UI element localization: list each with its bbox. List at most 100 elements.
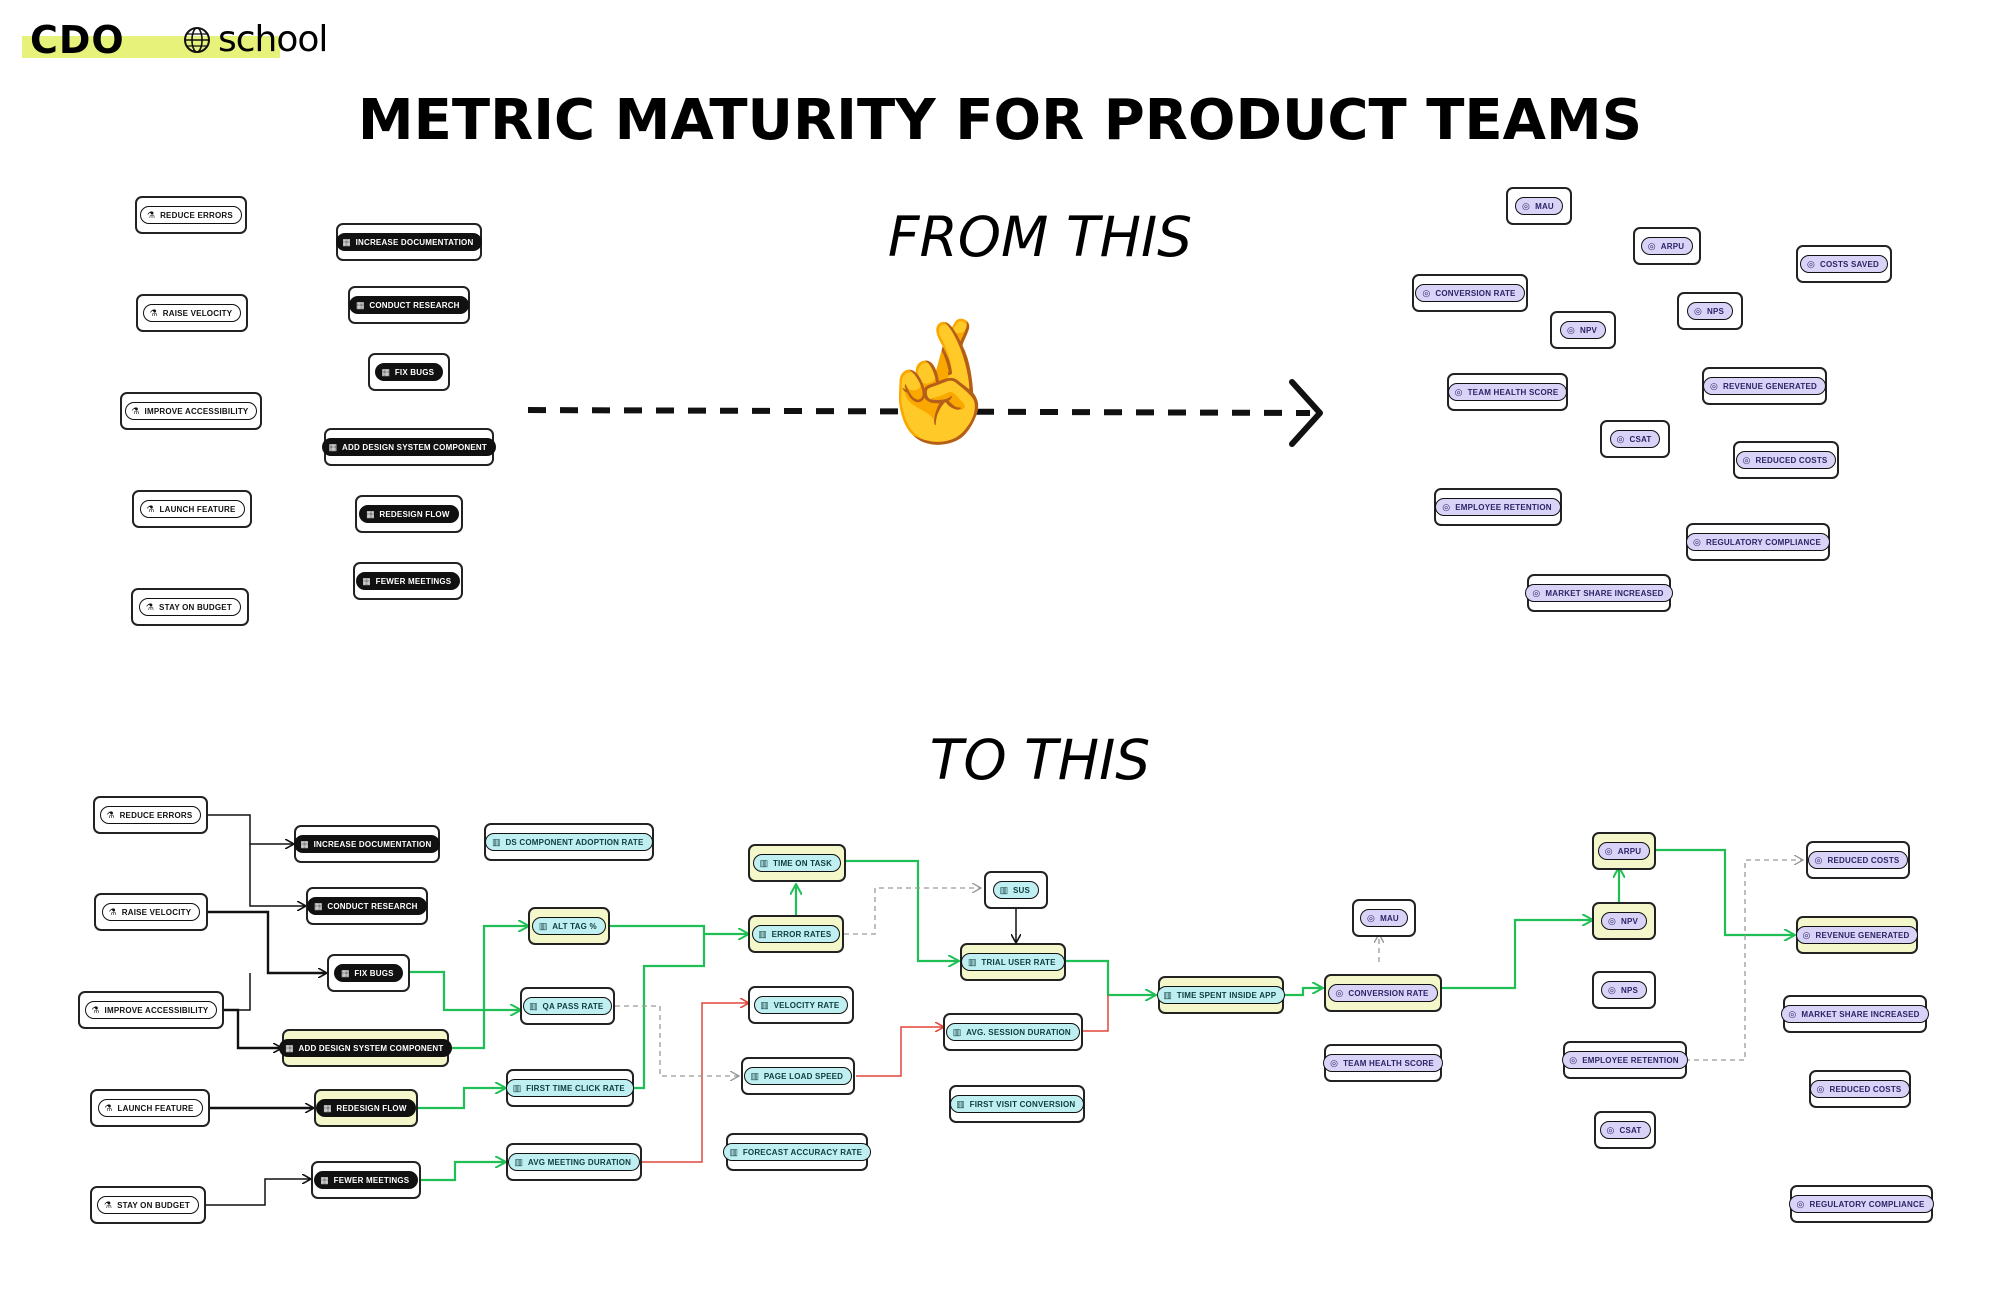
- bar-chart-icon: ▥: [729, 1146, 739, 1157]
- bottom-metric-card[interactable]: ▥SUS: [984, 871, 1048, 909]
- outcome-label: COSTS SAVED: [1820, 259, 1879, 269]
- bottom-metric-card[interactable]: ▥ERROR RATES: [748, 915, 844, 953]
- bottom-metric-card[interactable]: ▥TRIAL USER RATE: [960, 943, 1066, 981]
- outcome-pill: ◎CSAT: [1609, 430, 1661, 448]
- top-outcome-card[interactable]: ◎NPV: [1550, 311, 1616, 349]
- bottom-task-card[interactable]: ▦CONDUCT RESEARCH: [306, 887, 428, 925]
- bottom-metric-card[interactable]: ▥PAGE LOAD SPEED: [741, 1057, 855, 1095]
- bottom-outcome-card[interactable]: ◎MARKET SHARE INCREASED: [1781, 995, 1929, 1033]
- metric-pill: ▥QA PASS RATE: [522, 997, 613, 1015]
- target-icon: ◎: [1442, 501, 1451, 512]
- goal-pill: ⚗REDUCE ERRORS: [99, 806, 202, 824]
- top-goal-card[interactable]: ⚗IMPROVE ACCESSIBILITY: [120, 392, 262, 430]
- bottom-outcome-card[interactable]: ◎REDUCED COSTS: [1806, 841, 1910, 879]
- top-goal-card[interactable]: ⚗LAUNCH FEATURE: [132, 490, 252, 528]
- top-outcome-card[interactable]: ◎MAU: [1506, 187, 1572, 225]
- metric-label: AVG. SESSION DURATION: [966, 1027, 1071, 1037]
- bar-chart-icon: ▥: [1163, 989, 1173, 1000]
- top-task-card[interactable]: ▦FIX BUGS: [368, 353, 450, 391]
- bottom-outcome-card[interactable]: ◎MAU: [1352, 899, 1416, 937]
- bottom-outcome-card[interactable]: ◎CONVERSION RATE: [1324, 974, 1442, 1012]
- top-outcome-card[interactable]: ◎TEAM HEALTH SCORE: [1447, 373, 1568, 411]
- bottom-outcome-card[interactable]: ◎NPS: [1592, 971, 1656, 1009]
- bottom-task-card[interactable]: ▦FIX BUGS: [327, 954, 410, 992]
- bottom-metric-card[interactable]: ▥QA PASS RATE: [520, 987, 615, 1025]
- brand-name-light: school: [218, 19, 328, 60]
- top-outcome-card[interactable]: ◎REDUCED COSTS: [1733, 441, 1839, 479]
- top-task-card[interactable]: ▦REDESIGN FLOW: [355, 495, 463, 533]
- bottom-metric-card[interactable]: ▥VELOCITY RATE: [748, 986, 854, 1024]
- goal-pill: ⚗REDUCE ERRORS: [140, 206, 242, 224]
- bottom-metric-card[interactable]: ▥TIME SPENT INSIDE APP: [1156, 976, 1286, 1014]
- task-label: CONDUCT RESEARCH: [327, 901, 418, 911]
- bottom-metric-card[interactable]: ▥FIRST TIME CLICK RATE: [506, 1069, 634, 1107]
- brand-logo: CDO school: [22, 18, 328, 62]
- bottom-goal-card[interactable]: ⚗IMPROVE ACCESSIBILITY: [78, 991, 224, 1029]
- bottom-metric-card[interactable]: ▥AVG. SESSION DURATION: [943, 1013, 1083, 1051]
- bottom-task-card[interactable]: ▦ADD DESIGN SYSTEM COMPONENT: [278, 1029, 453, 1067]
- outcome-label: MAU: [1380, 913, 1399, 923]
- outcome-pill: ◎NPS: [1686, 302, 1734, 320]
- top-goal-card[interactable]: ⚗REDUCE ERRORS: [135, 196, 247, 234]
- goal-label: RAISE VELOCITY: [121, 907, 192, 917]
- task-pill: ▦CONDUCT RESEARCH: [307, 897, 427, 915]
- top-task-card[interactable]: ▦CONDUCT RESEARCH: [348, 286, 470, 324]
- outcome-pill: ◎MARKET SHARE INCREASED: [1525, 584, 1673, 602]
- top-task-card[interactable]: ▦ADD DESIGN SYSTEM COMPONENT: [322, 428, 496, 466]
- top-goal-card[interactable]: ⚗STAY ON BUDGET: [131, 588, 249, 626]
- outcome-label: MARKET SHARE INCREASED: [1545, 588, 1664, 598]
- outcome-label: MAU: [1535, 201, 1554, 211]
- top-outcome-card[interactable]: ◎CONVERSION RATE: [1412, 274, 1528, 312]
- outcome-label: ARPU: [1617, 846, 1642, 856]
- top-outcome-card[interactable]: ◎NPS: [1677, 292, 1743, 330]
- outcome-pill: ◎MARKET SHARE INCREASED: [1781, 1005, 1929, 1023]
- bottom-metric-card[interactable]: ▥ALT TAG %: [528, 907, 610, 945]
- top-task-card[interactable]: ▦FEWER MEETINGS: [353, 562, 463, 600]
- goal-label: IMPROVE ACCESSIBILITY: [104, 1005, 209, 1015]
- bottom-outcome-card[interactable]: ◎REDUCED COSTS: [1809, 1070, 1911, 1108]
- bottom-outcome-card[interactable]: ◎CSAT: [1594, 1111, 1656, 1149]
- goal-label: STAY ON BUDGET: [159, 602, 232, 612]
- task-label: INCREASE DOCUMENTATION: [355, 237, 474, 247]
- goal-pill: ⚗STAY ON BUDGET: [139, 598, 241, 616]
- bottom-task-card[interactable]: ▦FEWER MEETINGS: [311, 1161, 421, 1199]
- bottom-outcome-card[interactable]: ◎EMPLOYEE RETENTION: [1562, 1041, 1688, 1079]
- top-outcome-card[interactable]: ◎ARPU: [1633, 227, 1701, 265]
- top-goal-card[interactable]: ⚗RAISE VELOCITY: [136, 294, 248, 332]
- top-outcome-card[interactable]: ◎MARKET SHARE INCREASED: [1525, 574, 1673, 612]
- bottom-outcome-card[interactable]: ◎NPV: [1592, 902, 1656, 940]
- bottom-goal-card[interactable]: ⚗STAY ON BUDGET: [90, 1186, 206, 1224]
- bar-chart-icon: ▥: [999, 884, 1009, 895]
- bottom-task-card[interactable]: ▦REDESIGN FLOW: [314, 1089, 418, 1127]
- metric-label: TRIAL USER RATE: [981, 957, 1056, 967]
- bottom-metric-card[interactable]: ▥FORECAST ACCURACY RATE: [722, 1133, 872, 1171]
- metric-label: ALT TAG %: [552, 921, 597, 931]
- bottom-goal-card[interactable]: ⚗LAUNCH FEATURE: [90, 1089, 210, 1127]
- target-icon: ◎: [1607, 984, 1616, 995]
- bottom-task-card[interactable]: ▦INCREASE DOCUMENTATION: [293, 825, 441, 863]
- bottom-outcome-card[interactable]: ◎ARPU: [1592, 832, 1656, 870]
- calendar-icon: ▦: [355, 299, 365, 310]
- top-task-card[interactable]: ▦INCREASE DOCUMENTATION: [335, 223, 483, 261]
- bottom-metric-card[interactable]: ▥TIME ON TASK: [748, 844, 846, 882]
- outcome-label: CSAT: [1619, 1125, 1642, 1135]
- outcome-pill: ◎CONVERSION RATE: [1415, 284, 1525, 302]
- flask-icon: ⚗: [146, 503, 155, 514]
- bottom-outcome-card[interactable]: ◎REGULATORY COMPLIANCE: [1789, 1185, 1934, 1223]
- calendar-icon: ▦: [320, 1174, 330, 1185]
- top-outcome-card[interactable]: ◎EMPLOYEE RETENTION: [1434, 488, 1562, 526]
- to-this-label: TO THIS: [929, 728, 1151, 792]
- bottom-metric-card[interactable]: ▥FIRST VISIT CONVERSION: [949, 1085, 1085, 1123]
- bottom-outcome-card[interactable]: ◎REVENUE GENERATED: [1795, 916, 1919, 954]
- top-outcome-card[interactable]: ◎CSAT: [1600, 420, 1670, 458]
- bottom-outcome-card[interactable]: ◎TEAM HEALTH SCORE: [1323, 1044, 1443, 1082]
- bottom-metric-card[interactable]: ▥DS COMPONENT ADOPTION RATE: [484, 823, 654, 861]
- top-outcome-card[interactable]: ◎REVENUE GENERATED: [1702, 367, 1827, 405]
- bottom-goal-card[interactable]: ⚗RAISE VELOCITY: [94, 893, 208, 931]
- bottom-metric-card[interactable]: ▥AVG MEETING DURATION: [506, 1143, 642, 1181]
- metric-label: FORECAST ACCURACY RATE: [742, 1147, 863, 1157]
- top-outcome-card[interactable]: ◎REGULATORY COMPLIANCE: [1685, 523, 1831, 561]
- task-label: FEWER MEETINGS: [333, 1175, 410, 1185]
- top-outcome-card[interactable]: ◎COSTS SAVED: [1796, 245, 1892, 283]
- bottom-goal-card[interactable]: ⚗REDUCE ERRORS: [93, 796, 208, 834]
